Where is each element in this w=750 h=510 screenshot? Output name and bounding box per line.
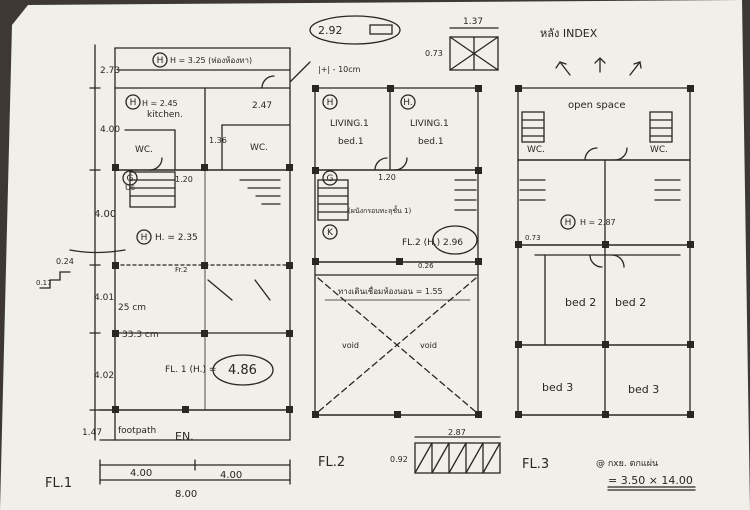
svg-text:G: G: [327, 174, 334, 184]
fl1-dim-136: 1.36: [209, 136, 227, 145]
fl1-dim-400b: 4.00: [94, 209, 116, 220]
fl2-bed1: bed.1: [338, 137, 364, 147]
fl1-dim-400a: 4.00: [100, 125, 120, 135]
fl2-dim-120: 1.20: [378, 173, 396, 182]
fl1-kitchen: kitchen.: [147, 110, 183, 120]
fl1-wc2: WC.: [250, 143, 268, 153]
fl3-plan: [515, 57, 696, 491]
svg-text:H.: H.: [403, 98, 412, 108]
fl1-dim-147: 1.47: [82, 428, 102, 438]
fl2-legend-dim: 2.87: [448, 428, 466, 437]
fl3-bed2a: bed 2: [565, 296, 596, 309]
fl2-void-note: ทางเดินเชื่อมห้องนอน = 1.55: [338, 285, 443, 296]
fl2-height: FL.2 (H.) 2.96: [402, 238, 463, 248]
fl2-void2: void: [420, 341, 437, 350]
fl1-h-top: H = 3.25 (ห่องห้องทา): [170, 56, 252, 65]
svg-text:K: K: [327, 228, 334, 238]
fl3-h-287: H = 2.87: [580, 218, 616, 227]
fl3-wc1: WC.: [527, 145, 545, 155]
fl3-note-line1: @ กxย. ตกแผ่น: [596, 459, 658, 469]
fl2-wall-note: |+| - 10cm: [318, 65, 361, 74]
fl2-label: FL.2: [318, 455, 345, 470]
fl1-dim-017: 0.17: [36, 279, 52, 287]
fl1-footpath: footpath: [118, 426, 156, 436]
fl3-note-line2: = 3.50 × 14.00: [608, 474, 693, 487]
svg-text:H: H: [565, 218, 572, 228]
fl1-dim-247: 2.47: [252, 101, 272, 111]
fl1-h-kitchen: H = 2.45: [142, 99, 178, 108]
fl2-plan: [289, 15, 501, 474]
svg-text:G: G: [127, 174, 134, 184]
fl1-fr-small: Fr.2: [175, 266, 187, 274]
svg-text:H: H: [130, 98, 137, 108]
index-label: หลัง INDEX: [540, 27, 598, 40]
fl3-open-space: open space: [568, 100, 625, 111]
fl1-us: Us: [125, 183, 135, 192]
fl2-living2: LIVING.1: [410, 119, 449, 129]
fl2-legend-h: 0.92: [390, 455, 408, 464]
fl1-bottom-400b: 4.00: [220, 470, 242, 481]
svg-text:H: H: [141, 233, 148, 243]
fl1-entrance: EN.: [175, 430, 194, 443]
fl3-bed2b: bed 2: [615, 296, 646, 309]
fl1-dim-25cm: 25 cm: [118, 303, 146, 313]
fl3-bed3a: bed 3: [542, 381, 573, 394]
fl3-dim-073: 0.73: [525, 234, 541, 242]
fl1-dim-402: 4.02: [94, 371, 114, 381]
fl2-stair-note: (ผนังกรอบทะลุชั้น 1): [348, 204, 412, 215]
fl1-dim-120: 1.20: [175, 175, 193, 184]
fl1-dim-401: 4.01: [94, 293, 114, 303]
fl1-bottom-400a: 4.00: [130, 468, 152, 479]
fl3-label: FL.3: [522, 457, 549, 472]
svg-text:H: H: [327, 98, 334, 108]
fl3-wc2: WC.: [650, 145, 668, 155]
note-top: 2.92: [318, 24, 343, 37]
fl1-label: FL.1: [45, 476, 72, 491]
fl1-dim-273: 2.73: [100, 66, 120, 76]
fl3-bed3b: bed 3: [628, 383, 659, 396]
note-dim-073: 0.73: [425, 49, 443, 58]
note-dim-137: 1.37: [463, 17, 483, 27]
fl1-dim-024: 0.24: [56, 257, 74, 266]
svg-text:H: H: [157, 56, 164, 66]
fl1-wc1: WC.: [135, 145, 153, 155]
fl1-bottom-800: 8.00: [175, 489, 197, 500]
fl2-living1: LIVING.1: [330, 119, 369, 129]
fl1-height-val: 4.86: [228, 363, 257, 378]
fl1-plan: [39, 44, 293, 485]
fl1-dim-333: 33.3 cm: [122, 330, 159, 340]
fl1-h-235: H. = 2.35: [155, 233, 198, 243]
fl1-height: FL. 1 (H.) =: [165, 365, 216, 375]
fl2-bed2: bed.1: [418, 137, 444, 147]
fl2-void1: void: [342, 341, 359, 350]
fl2-dim-026: 0.26: [418, 262, 434, 270]
